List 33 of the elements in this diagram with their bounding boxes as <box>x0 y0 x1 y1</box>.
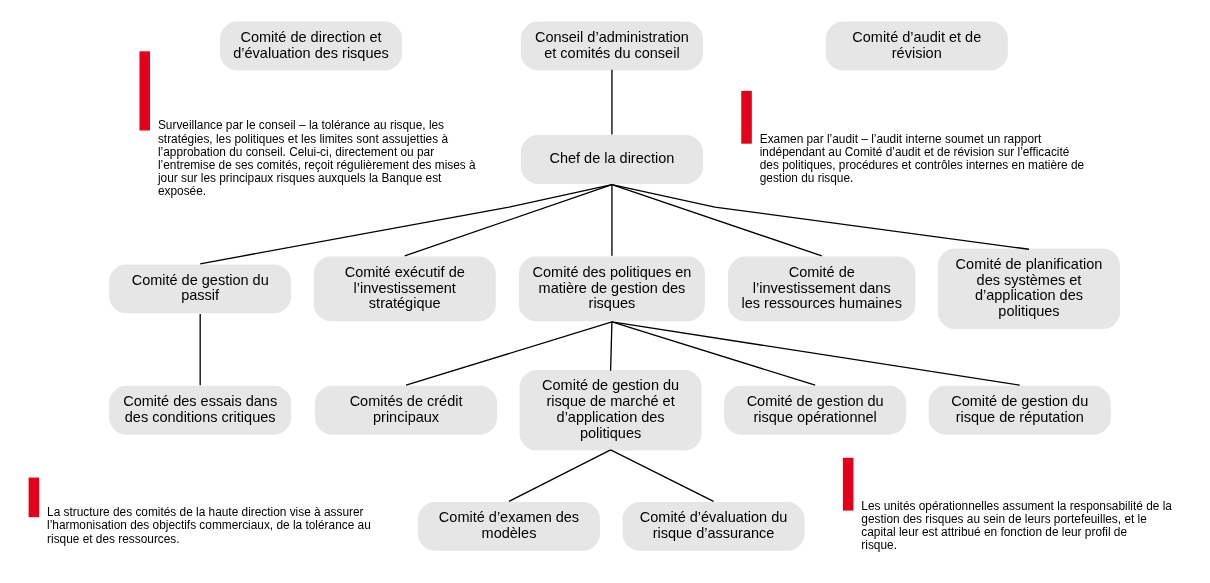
node-box: Comité de gestion du passif <box>109 264 292 314</box>
connector <box>611 321 1021 386</box>
node-box: Comité d’examen des modèles <box>417 502 601 551</box>
node-box: Comité de gestion du risque de réputation <box>928 385 1111 435</box>
connector <box>405 321 613 386</box>
label: La structure des comités de la haute direction vise à assurer l’harmonisation des objectifs commerciaux, de la tolérance au risque et des ressources. <box>47 505 371 546</box>
node-box: Chef de la direction <box>520 135 703 184</box>
node-box: Comité de l’investissement dans les ressources humaines <box>728 256 916 322</box>
node-box: Comité de gestion du risque de marché et d’application des politiques <box>519 370 702 451</box>
node-box: Comité exécutif de l’investissement stratégique <box>313 256 496 322</box>
connector <box>404 183 613 257</box>
node-box: Comité d’audit et de révision <box>825 21 1008 71</box>
node-box: Comité de direction et d’évaluation des risques <box>219 21 403 71</box>
label: Examen par l’audit – l’audit interne soumet un rapport indépendant au Comité d’audit et de révision sur l’efficacité des politiques, procédures et contrôles internes en matière de gestion du risque. <box>759 131 1085 186</box>
node-box: Comité des politiques en matière de gestion des risques <box>518 256 705 322</box>
connector <box>611 69 613 136</box>
node-box: Comité de planification des systèmes et d’application des politiques <box>937 248 1120 330</box>
connector <box>199 183 613 265</box>
connector <box>611 183 823 257</box>
connector <box>609 321 613 372</box>
node-box: Comité des essais dans des conditions critiques <box>109 385 292 435</box>
node-box: Comités de crédit principaux <box>315 385 498 435</box>
label: Les unités opérationnelles assument la responsabilité de la gestion des risques au sein de leurs portefeuilles, et le capital leur est attribué en fonction de leur profil de risque. <box>861 498 1172 553</box>
connector <box>611 321 816 386</box>
node-box: Comité de gestion du risque opérationnel <box>724 385 907 435</box>
connector <box>508 449 612 502</box>
connector <box>609 449 715 502</box>
node-box: Conseil d’administration et comités du conseil <box>520 21 703 71</box>
connector <box>611 183 613 257</box>
connector <box>199 313 201 386</box>
label: Surveillance par le conseil – la tolérance au risque, les stratégies, les politiques et les limites sont assujetties à l’approbation du conseil. Celui-ci, directement ou par l’entremise de ses comités, reçoit régulièrement des mises à jour sur les principaux risques auxquels la Banque est exposée. <box>157 118 476 199</box>
connector <box>611 183 1030 250</box>
node-box: Comité d’évaluation du risque d’assurance <box>622 502 805 551</box>
